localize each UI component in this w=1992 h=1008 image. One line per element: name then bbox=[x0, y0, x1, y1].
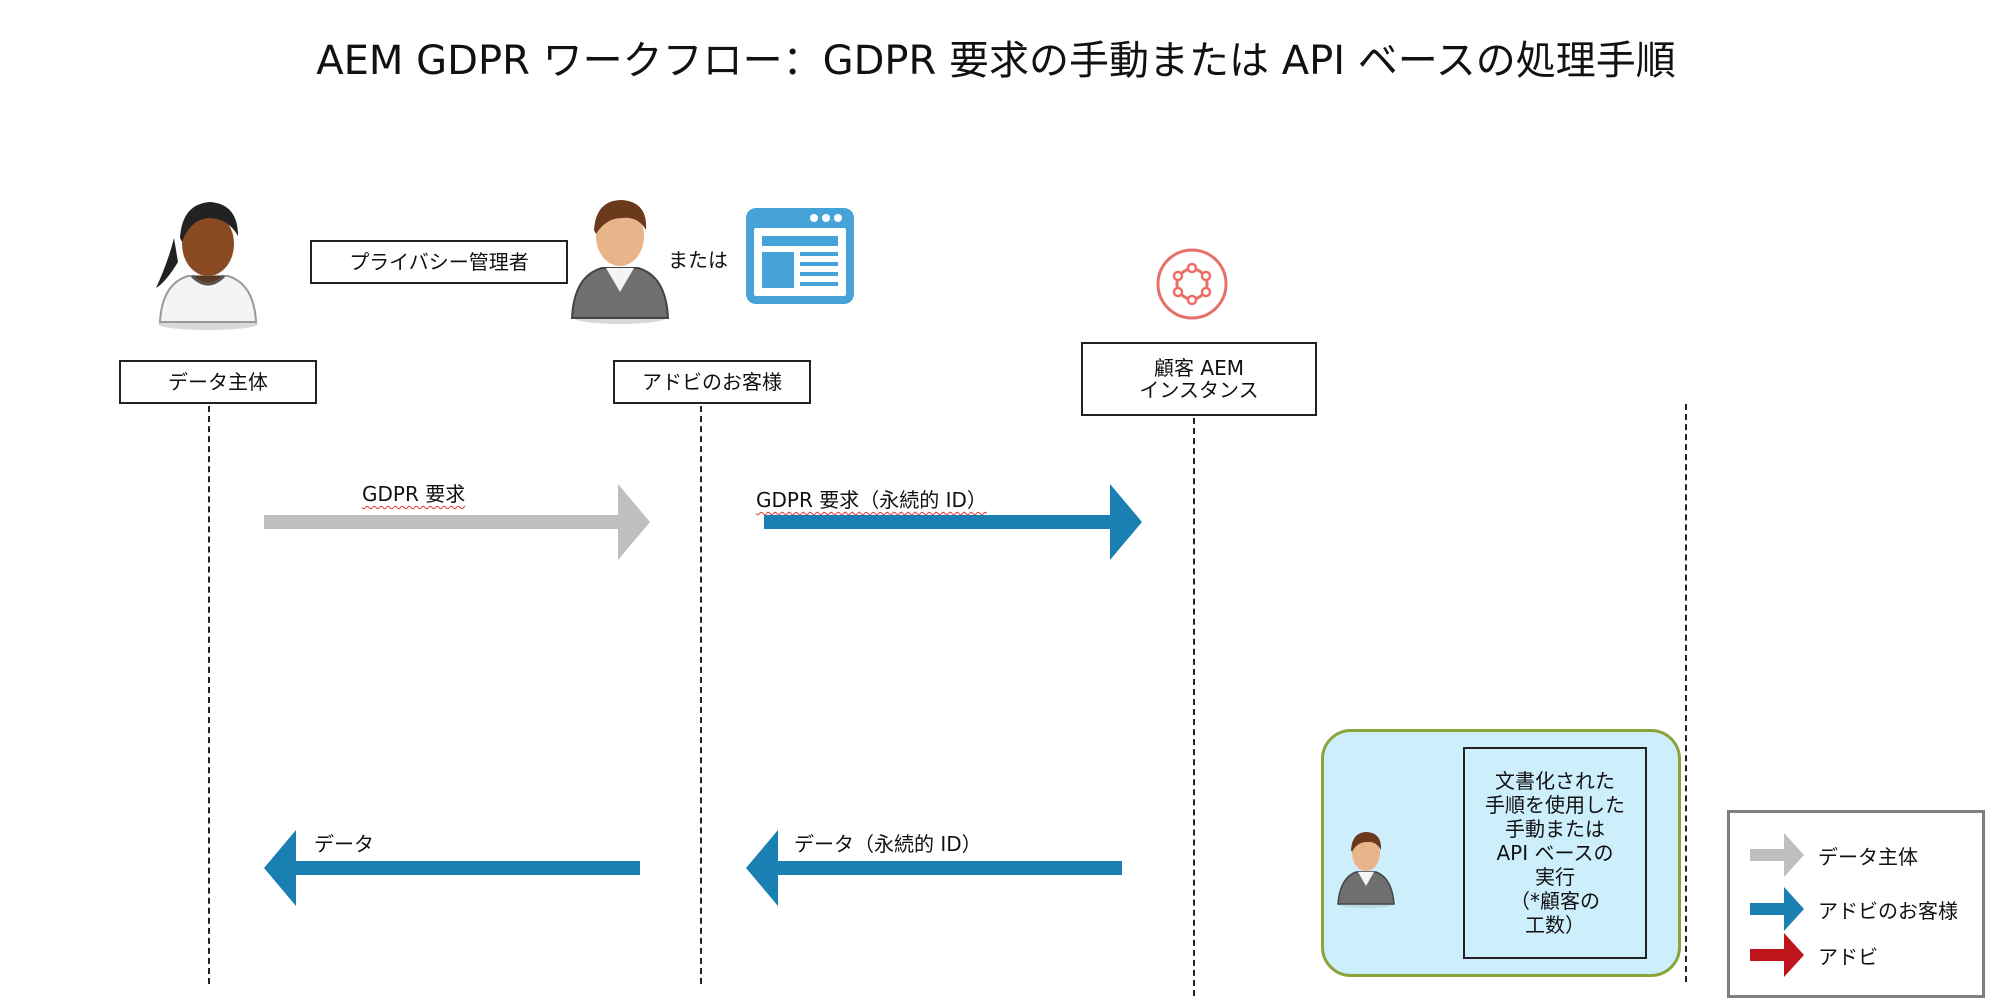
customer-avatar-icon bbox=[570, 200, 670, 324]
privacy-admin-box: プライバシー管理者 bbox=[310, 240, 568, 284]
privacy-admin-label: プライバシー管理者 bbox=[349, 250, 529, 274]
or-label: または bbox=[668, 248, 728, 272]
legend-red-arrow-icon bbox=[1750, 933, 1804, 977]
gdpr-request-id-label: GDPR 要求（永続的 ID） bbox=[756, 488, 987, 512]
process-line: 工数） bbox=[1525, 913, 1585, 937]
aem-instance-label-line2: インスタンス bbox=[1139, 378, 1259, 402]
legend-label: アドビ bbox=[1818, 944, 1878, 969]
process-line: API ベースの bbox=[1496, 841, 1614, 865]
customer-label: アドビのお客様 bbox=[642, 370, 782, 394]
aem-instance-box: 顧客 AEM インスタンス bbox=[1081, 342, 1317, 416]
adobe-lifeline bbox=[1685, 404, 1687, 982]
data-id-arrow bbox=[746, 830, 1122, 906]
legend-blue-arrow-icon bbox=[1750, 887, 1804, 931]
process-line: 実行 bbox=[1535, 865, 1575, 889]
process-line: 手動または bbox=[1505, 817, 1605, 841]
data-id-label: データ（永続的 ID） bbox=[794, 832, 982, 856]
gdpr-request-arrow bbox=[264, 484, 650, 560]
process-line: 手順を使用した bbox=[1485, 793, 1625, 817]
manual-process-box: 文書化された 手順を使用した 手動または API ベースの 実行 （*顧客の 工… bbox=[1463, 747, 1647, 959]
data-subject-lifeline bbox=[208, 406, 210, 984]
process-line: 文書化された bbox=[1495, 769, 1615, 793]
data-subject-label: データ主体 bbox=[168, 370, 268, 394]
aem-logo-icon bbox=[1156, 248, 1228, 320]
data-arrow bbox=[264, 830, 640, 906]
legend-gray-arrow-icon bbox=[1750, 833, 1804, 877]
legend-item-customer: アドビのお客様 bbox=[1750, 887, 1958, 931]
legend-item-adobe: アドビ bbox=[1750, 933, 1878, 977]
legend-label: アドビのお客様 bbox=[1818, 898, 1958, 923]
aem-instance-lifeline bbox=[1193, 418, 1195, 996]
customer-box: アドビのお客様 bbox=[613, 360, 811, 404]
legend-item-data-subject: データ主体 bbox=[1750, 833, 1918, 877]
web-app-icon bbox=[746, 208, 854, 304]
page-title: AEM GDPR ワークフロー：GDPR 要求の手動または API ベースの処理… bbox=[316, 38, 1676, 84]
gdpr-request-id-arrow bbox=[764, 484, 1142, 560]
process-line: （*顧客の bbox=[1510, 889, 1600, 913]
data-label: データ bbox=[314, 832, 374, 856]
operator-avatar-icon bbox=[1337, 832, 1395, 908]
legend-label: データ主体 bbox=[1818, 844, 1918, 869]
gdpr-request-label: GDPR 要求 bbox=[362, 482, 466, 506]
customer-lifeline bbox=[700, 406, 702, 984]
data-subject-box: データ主体 bbox=[119, 360, 317, 404]
data-subject-avatar-icon bbox=[156, 202, 258, 330]
aem-instance-label-line1: 顧客 AEM bbox=[1154, 356, 1244, 380]
legend: データ主体 アドビのお客様 アドビ bbox=[1727, 810, 1985, 998]
